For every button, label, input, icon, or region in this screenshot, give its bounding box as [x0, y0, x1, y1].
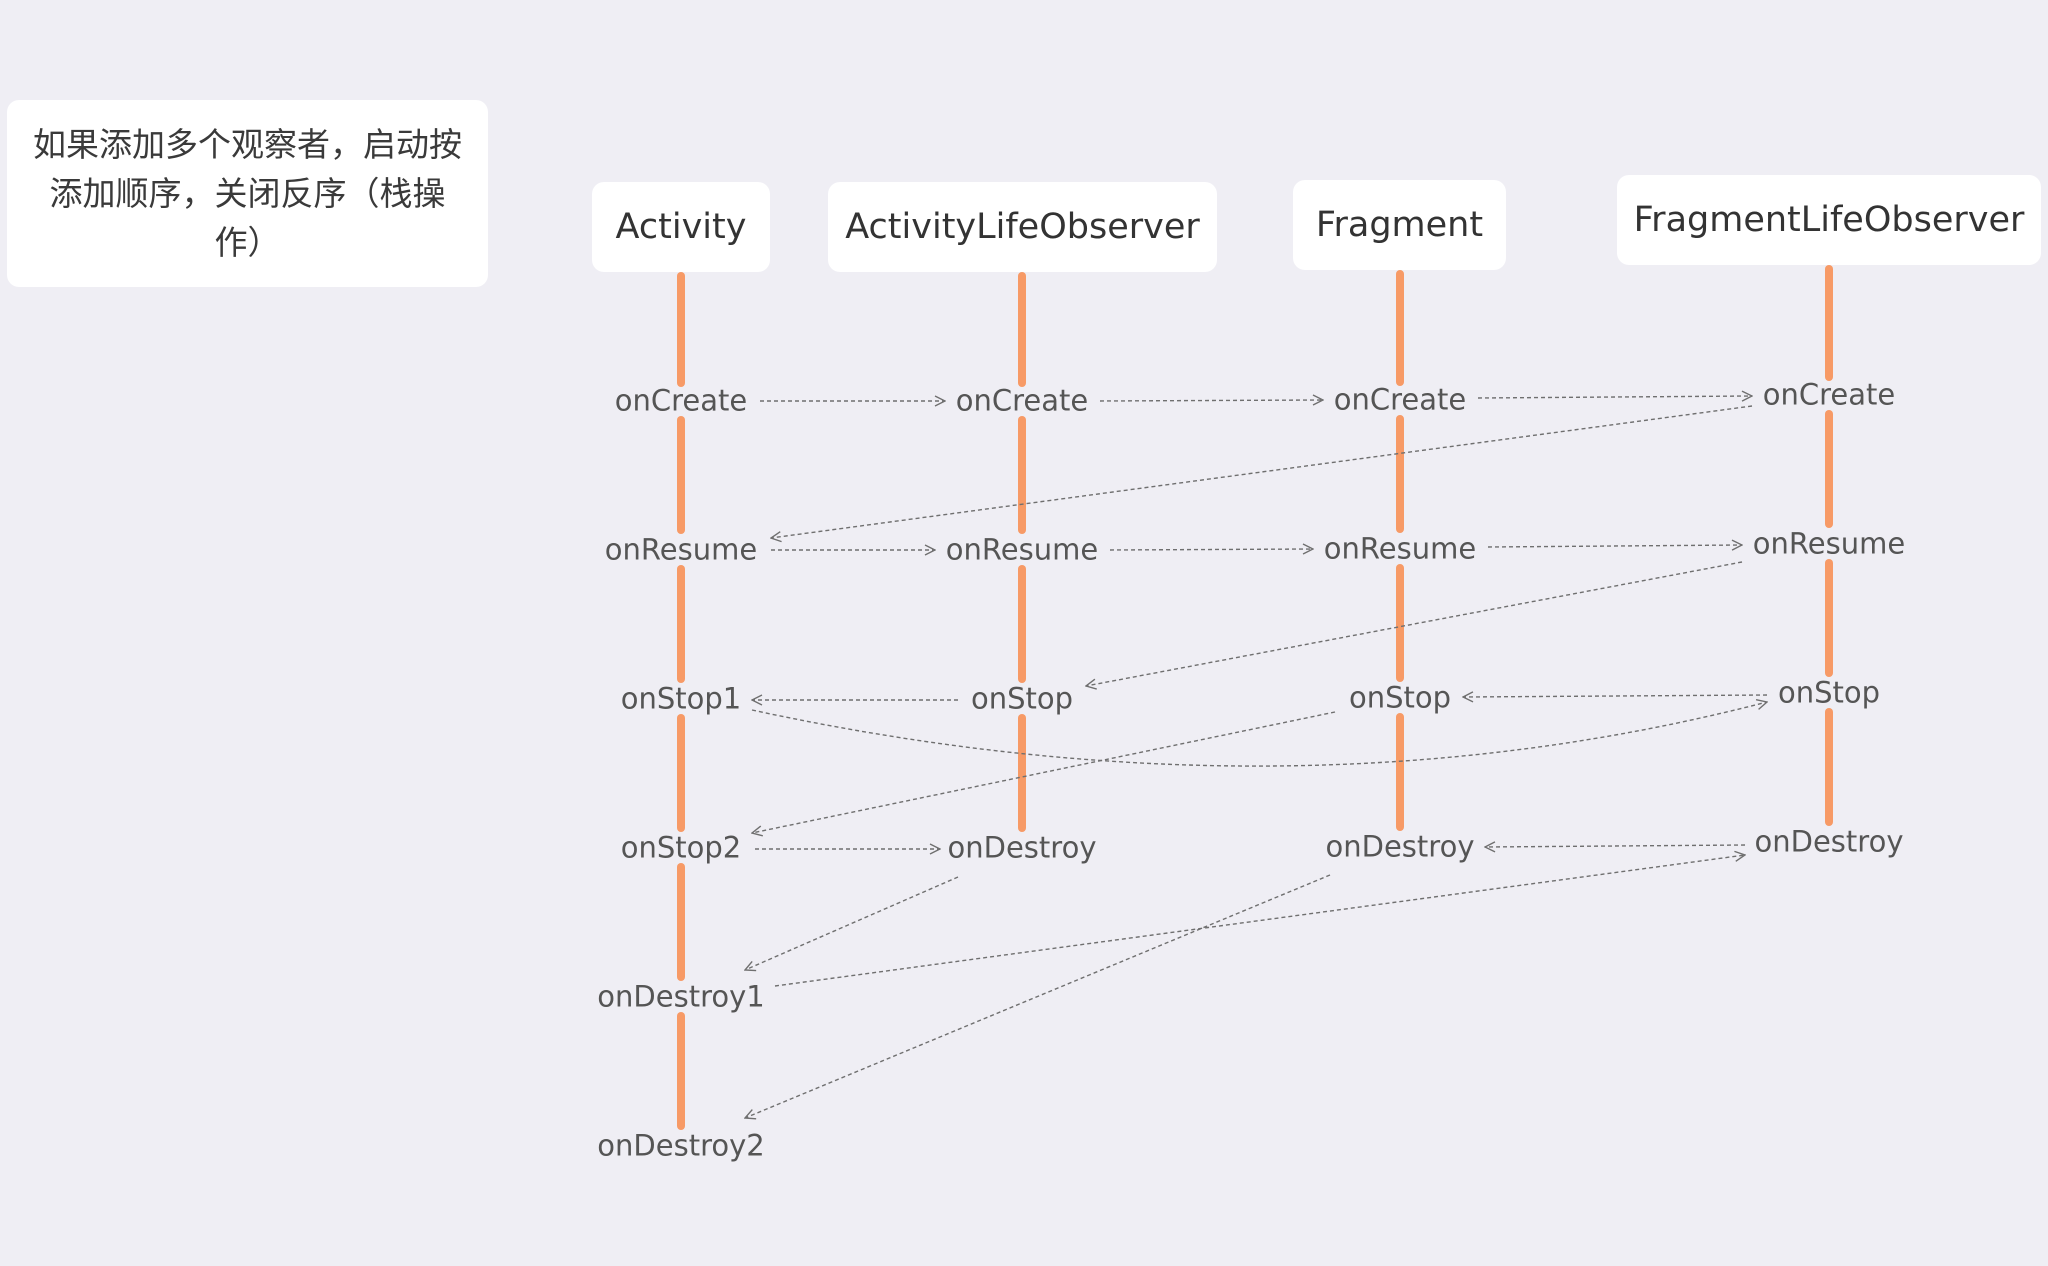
- activity-event-onstop1: onStop1: [620, 681, 742, 716]
- arrow-observer-ondestroy-to-activity-ondestroy1: [745, 876, 959, 970]
- fragment-lane-segment: [1396, 564, 1404, 682]
- activity-observer-lane-segment: [1018, 565, 1026, 683]
- arrow-fobserver-onresume-to-observer-onstop: [1086, 561, 1743, 686]
- activity-event-oncreate: onCreate: [614, 383, 748, 418]
- activity-lane-segment: [677, 714, 685, 832]
- note-box: 如果添加多个观察者，启动按添加顺序，关闭反序（栈操作）: [7, 100, 488, 287]
- activity-observer-lane-segment: [1018, 416, 1026, 534]
- activity-lane-segment: [677, 416, 685, 534]
- arrow-activity-onstop1-to-fobserver-onstop: [751, 702, 1767, 767]
- fragment-observer-lane-segment: [1825, 559, 1833, 677]
- lane-header-fragment-observer: FragmentLifeObserver: [1617, 175, 2041, 265]
- activity-observer-event-onresume: onResume: [945, 532, 1099, 567]
- lane-title-activity-observer: ActivityLifeObserver: [845, 207, 1200, 247]
- arrow-observer-onresume-to-fragment: [1109, 549, 1313, 550]
- fragment-observer-event-onresume: onResume: [1752, 526, 1906, 561]
- arrow-activity-ondestroy1-to-fobserver-ondestroy: [774, 855, 1745, 987]
- fragment-lane-segment: [1396, 415, 1404, 533]
- fragment-event-onstop: onStop: [1348, 680, 1452, 715]
- arrow-fobserver-onstop-to-fragment-onstop: [1463, 695, 1768, 697]
- fragment-lane-segment: [1396, 270, 1404, 386]
- activity-lane-segment: [677, 1012, 685, 1130]
- lane-title-activity: Activity: [615, 207, 747, 247]
- activity-event-ondestroy1: onDestroy1: [597, 979, 765, 1014]
- fragment-event-ondestroy: onDestroy: [1325, 829, 1475, 864]
- arrow-fragment-onstop-to-activity-onstop2: [752, 711, 1336, 833]
- activity-lane-segment: [677, 863, 685, 981]
- arrow-fragment-oncreate-to-fobserver: [1477, 396, 1752, 398]
- activity-observer-lane-segment: [1018, 272, 1026, 387]
- activity-observer-event-oncreate: onCreate: [955, 383, 1089, 418]
- fragment-observer-lane-segment: [1825, 410, 1833, 528]
- fragment-event-oncreate: onCreate: [1333, 382, 1467, 417]
- activity-observer-lane-segment: [1018, 714, 1026, 832]
- lane-header-activity-observer: ActivityLifeObserver: [828, 182, 1217, 272]
- activity-event-ondestroy2: onDestroy2: [597, 1128, 765, 1163]
- activity-event-onstop2: onStop2: [620, 830, 742, 865]
- activity-lane-segment: [677, 272, 685, 387]
- fragment-observer-lane-segment: [1825, 708, 1833, 826]
- fragment-observer-event-ondestroy: onDestroy: [1754, 824, 1904, 859]
- arrow-fragment-onresume-to-fobserver: [1487, 545, 1742, 547]
- arrow-fobserver-oncreate-to-activity-onresume: [771, 405, 1753, 538]
- activity-observer-event-ondestroy: onDestroy: [947, 830, 1097, 865]
- note-text: 如果添加多个观察者，启动按添加顺序，关闭反序（栈操作）: [33, 125, 462, 262]
- fragment-event-onresume: onResume: [1323, 531, 1477, 566]
- activity-observer-event-onstop: onStop: [970, 681, 1074, 716]
- arrow-fobserver-ondestroy-to-fragment-ondestroy: [1485, 845, 1746, 847]
- lane-title-fragment: Fragment: [1315, 205, 1484, 245]
- arrow-observer-oncreate-to-fragment: [1099, 400, 1323, 401]
- fragment-lane-segment: [1396, 713, 1404, 831]
- lane-header-activity: Activity: [592, 182, 770, 272]
- lane-header-fragment: Fragment: [1293, 180, 1506, 270]
- fragment-observer-event-onstop: onStop: [1777, 675, 1881, 710]
- activity-event-onresume: onResume: [604, 532, 758, 567]
- activity-lane-segment: [677, 565, 685, 683]
- lane-title-fragment-observer: FragmentLifeObserver: [1633, 200, 2025, 240]
- fragment-observer-event-oncreate: onCreate: [1762, 377, 1896, 412]
- arrow-fragment-ondestroy-to-activity-ondestroy2: [745, 874, 1331, 1118]
- fragment-observer-lane-segment: [1825, 265, 1833, 381]
